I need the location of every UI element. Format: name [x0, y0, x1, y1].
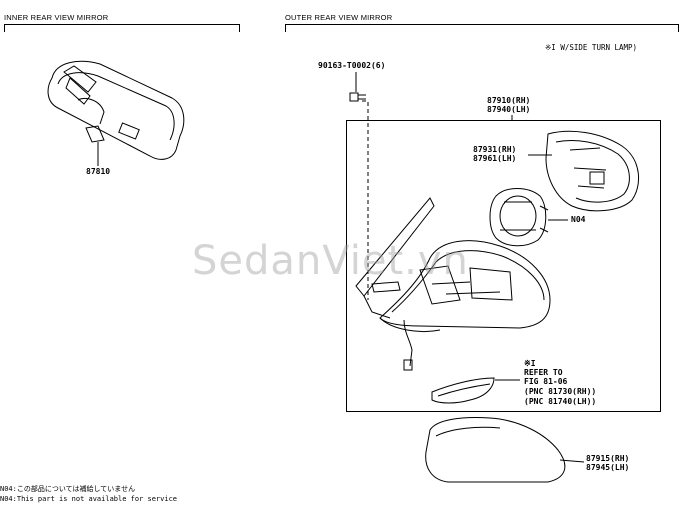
turn-lamp-note: ※I W/SIDE TURN LAMP)	[545, 43, 638, 52]
mirror-cover	[425, 417, 566, 483]
label-mirror-assy-rh: 87910(RH)	[487, 96, 531, 105]
outer-mirror-bracket	[285, 24, 679, 32]
refer-line-3: (PNC 81730(RH))	[524, 387, 597, 396]
footnote-english: N04:This part is not available for servi…	[0, 495, 178, 503]
refer-mark: ※I	[524, 359, 536, 368]
mirror-assembly-box	[346, 120, 661, 412]
label-screw-90163: 90163-T0002(6)	[318, 61, 386, 70]
screw-90163	[349, 72, 369, 300]
outer-mirror-section-title: OUTER REAR VIEW MIRROR	[285, 13, 393, 22]
inner-mirror-section-title: INNER REAR VIEW MIRROR	[4, 13, 109, 22]
label-cover-lh: 87945(LH)	[586, 463, 630, 472]
label-cover-rh: 87915(RH)	[586, 454, 630, 463]
refer-line-4: (PNC 81740(LH))	[524, 397, 597, 406]
watermark: SedanViet.vn	[192, 238, 469, 284]
refer-line-1: REFER TO	[524, 368, 563, 377]
mirror-motor-n04	[489, 188, 549, 247]
mirror-mount-bracket	[355, 197, 435, 371]
inner-mirror-bracket	[4, 24, 240, 32]
label-mirror-glass-rh: 87931(RH)	[473, 145, 517, 154]
mirror-housing	[379, 240, 551, 332]
label-motor-n04: N04	[571, 215, 586, 224]
footnote-japanese: N04:この部品については補給していません	[0, 485, 136, 493]
label-inner-mirror-87810: 87810	[86, 167, 111, 176]
label-mirror-assy-lh: 87940(LH)	[487, 105, 531, 114]
mirror-glass-part	[545, 130, 640, 212]
refer-line-2: FIG 81-06	[524, 377, 568, 386]
side-turn-lamp	[431, 377, 495, 404]
label-mirror-glass-lh: 87961(LH)	[473, 154, 517, 163]
inner-rear-view-mirror	[47, 60, 185, 166]
